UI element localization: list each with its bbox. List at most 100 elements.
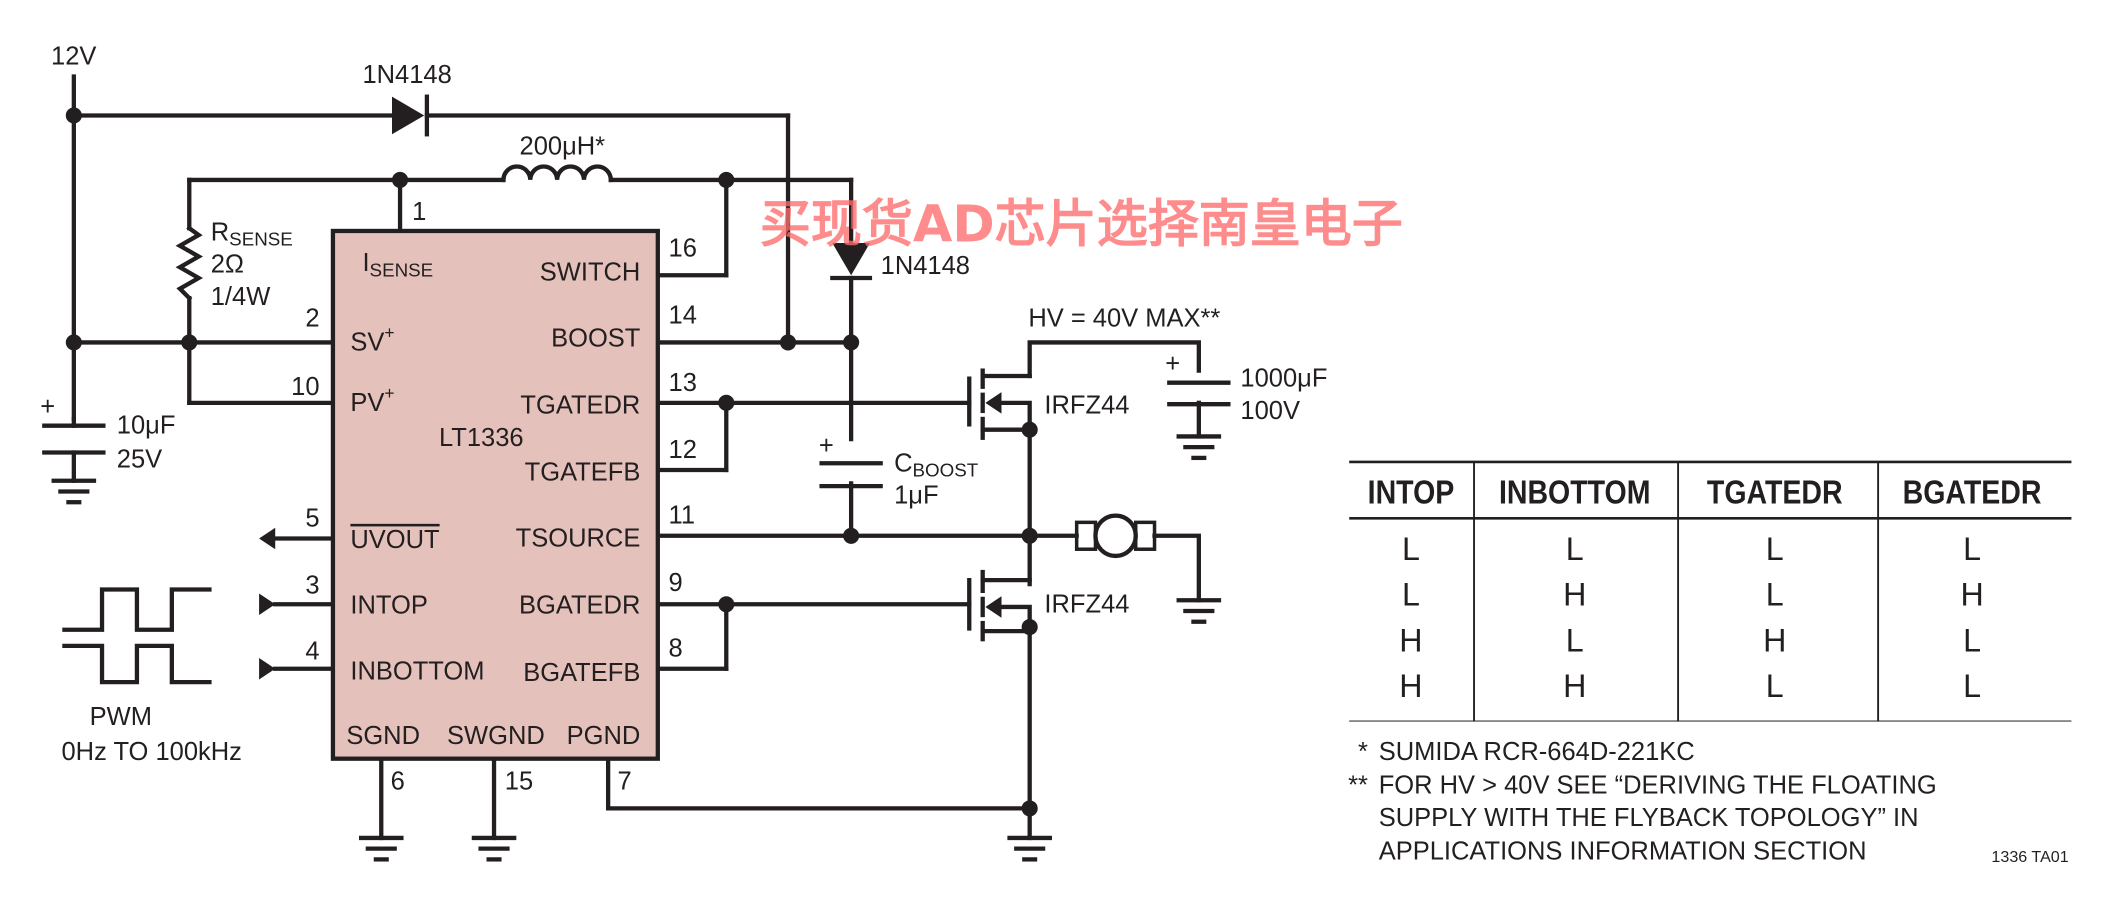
- table-header: INTOP: [1368, 473, 1455, 511]
- pin-name-sv: SV+: [350, 322, 394, 356]
- junction-dot: [1021, 800, 1038, 817]
- input-arrow-icon: [259, 657, 276, 680]
- pin-number: 11: [669, 502, 695, 530]
- diode-boost-label: 1N4148: [881, 252, 970, 280]
- cap-input-value: 10μF: [117, 412, 176, 440]
- pin-number: 16: [669, 234, 697, 262]
- output-arrow-icon: [259, 527, 276, 550]
- junction-dot: [718, 596, 735, 613]
- table-cell: L: [1963, 622, 1981, 658]
- table-cell: L: [1402, 531, 1420, 567]
- capacitor-hv-icon: [1167, 380, 1231, 407]
- table-row: H H L L: [1399, 668, 1981, 704]
- pwm-range: 0Hz TO 100kHz: [61, 738, 241, 766]
- junction-dot: [181, 334, 198, 351]
- figure-id: 1336 TA01: [1991, 848, 2068, 866]
- pin-name-isense: ISENSE: [362, 249, 433, 280]
- wire-motor-gnd: [1152, 533, 1201, 603]
- note-marker: *: [1358, 738, 1368, 766]
- capacitor-boost-icon: [819, 461, 883, 489]
- ground-icon: [1176, 598, 1222, 624]
- pin-name-tsource: TSOURCE: [516, 525, 641, 553]
- note-line: FOR HV > 40V SEE “DERIVING THE FLOATING: [1379, 772, 1937, 800]
- table-cell: L: [1566, 531, 1584, 567]
- cap-boost-value: 1μF: [894, 482, 938, 510]
- wire-pin7: [605, 756, 1032, 841]
- pin-name-boost: BOOST: [551, 324, 640, 352]
- table-cell: L: [1402, 577, 1420, 613]
- note-marker: **: [1348, 772, 1368, 800]
- cap-input-polarity: +: [40, 393, 55, 421]
- cap-hv-polarity: +: [1165, 350, 1180, 378]
- wire-hv-rail: [1027, 340, 1201, 379]
- pin-name-switch: SWITCH: [540, 259, 641, 287]
- note-line: APPLICATIONS INFORMATION SECTION: [1379, 837, 1867, 865]
- ground-icon: [358, 835, 404, 862]
- junction-dot: [1021, 527, 1038, 544]
- diode-boost-icon: [830, 243, 873, 281]
- cap-hv-voltage: 100V: [1240, 397, 1300, 425]
- table-cell: H: [1960, 577, 1983, 613]
- pin-name-pgnd: PGND: [567, 722, 641, 750]
- pin-name-sgnd: SGND: [346, 722, 420, 750]
- junction-dot: [779, 334, 797, 351]
- table-cell: L: [1766, 577, 1784, 613]
- table-cell: L: [1566, 622, 1584, 658]
- pin-name-intop: INTOP: [350, 592, 427, 620]
- chip-lt1336: LT1336 1 ISENSE 2 SV+ 10 PV+ 5 UVOUT 3 I…: [291, 198, 697, 795]
- table-cell: H: [1563, 668, 1586, 704]
- capacitor-input-icon: [42, 416, 106, 483]
- junction-dot: [843, 527, 860, 544]
- note-line: SUMIDA RCR-664D-221KC: [1379, 738, 1695, 766]
- table-row: L H L H: [1402, 577, 1984, 613]
- pin-number: 13: [669, 369, 697, 397]
- input-arrow-icon: [259, 593, 276, 616]
- pin-number: 15: [505, 768, 533, 796]
- table-cell: H: [1399, 668, 1422, 704]
- footnotes: * SUMIDA RCR-664D-221KC ** FOR HV > 40V …: [1348, 738, 2069, 866]
- pin-name-tgatefb: TGATEFB: [525, 459, 641, 487]
- pin-name-swgnd: SWGND: [447, 722, 545, 750]
- table-cell: H: [1763, 622, 1786, 658]
- pwm-waveform-icon: [62, 587, 212, 685]
- ground-icon: [51, 478, 97, 505]
- pin-name-bgatedr: BGATEDR: [519, 592, 640, 620]
- supply-label: 12V: [51, 42, 96, 70]
- junction-dot: [65, 107, 82, 124]
- rsense-label: RSENSE: [211, 218, 293, 249]
- pin-number: 5: [305, 504, 319, 532]
- table-cell: L: [1766, 531, 1784, 567]
- junction-dot: [392, 171, 409, 188]
- cap-input-voltage: 25V: [117, 445, 162, 473]
- note-line: SUPPLY WITH THE FLYBACK TOPOLOGY” IN: [1379, 804, 1919, 832]
- pin-name-pv: PV+: [350, 383, 394, 417]
- inductor-icon: [501, 164, 613, 183]
- table-header: INBOTTOM: [1499, 473, 1651, 511]
- pin-number: 12: [669, 436, 697, 464]
- pin-name-bgatefb: BGATEFB: [523, 659, 640, 687]
- junction-dot: [65, 334, 82, 351]
- table-cell: H: [1563, 577, 1586, 613]
- table-cell: L: [1963, 668, 1981, 704]
- pin-number: 1: [412, 198, 426, 226]
- pin-number: 9: [669, 569, 683, 597]
- resistor-icon: [175, 225, 204, 302]
- pin-number: 7: [618, 768, 632, 796]
- pin-name-inbottom: INBOTTOM: [350, 657, 484, 685]
- mosfet-top-icon: [967, 368, 1032, 440]
- mosfet-top-label: IRFZ44: [1044, 392, 1129, 420]
- table-cell: H: [1399, 622, 1422, 658]
- mosfet-bottom-label: IRFZ44: [1044, 590, 1129, 618]
- pin-number: 3: [305, 572, 319, 600]
- cap-boost-label: CBOOST: [894, 449, 979, 480]
- rsense-value: 2Ω: [211, 251, 244, 279]
- junction-dot: [843, 334, 860, 351]
- pin-name-tgatedr: TGATEDR: [520, 392, 640, 420]
- cap-hv-value: 1000μF: [1240, 365, 1327, 393]
- diode-top-icon: [392, 94, 430, 137]
- pin-number: 8: [669, 635, 683, 663]
- pin-number: 14: [669, 302, 697, 330]
- chip-body: [330, 228, 660, 761]
- hv-label: HV = 40V MAX**: [1028, 304, 1220, 332]
